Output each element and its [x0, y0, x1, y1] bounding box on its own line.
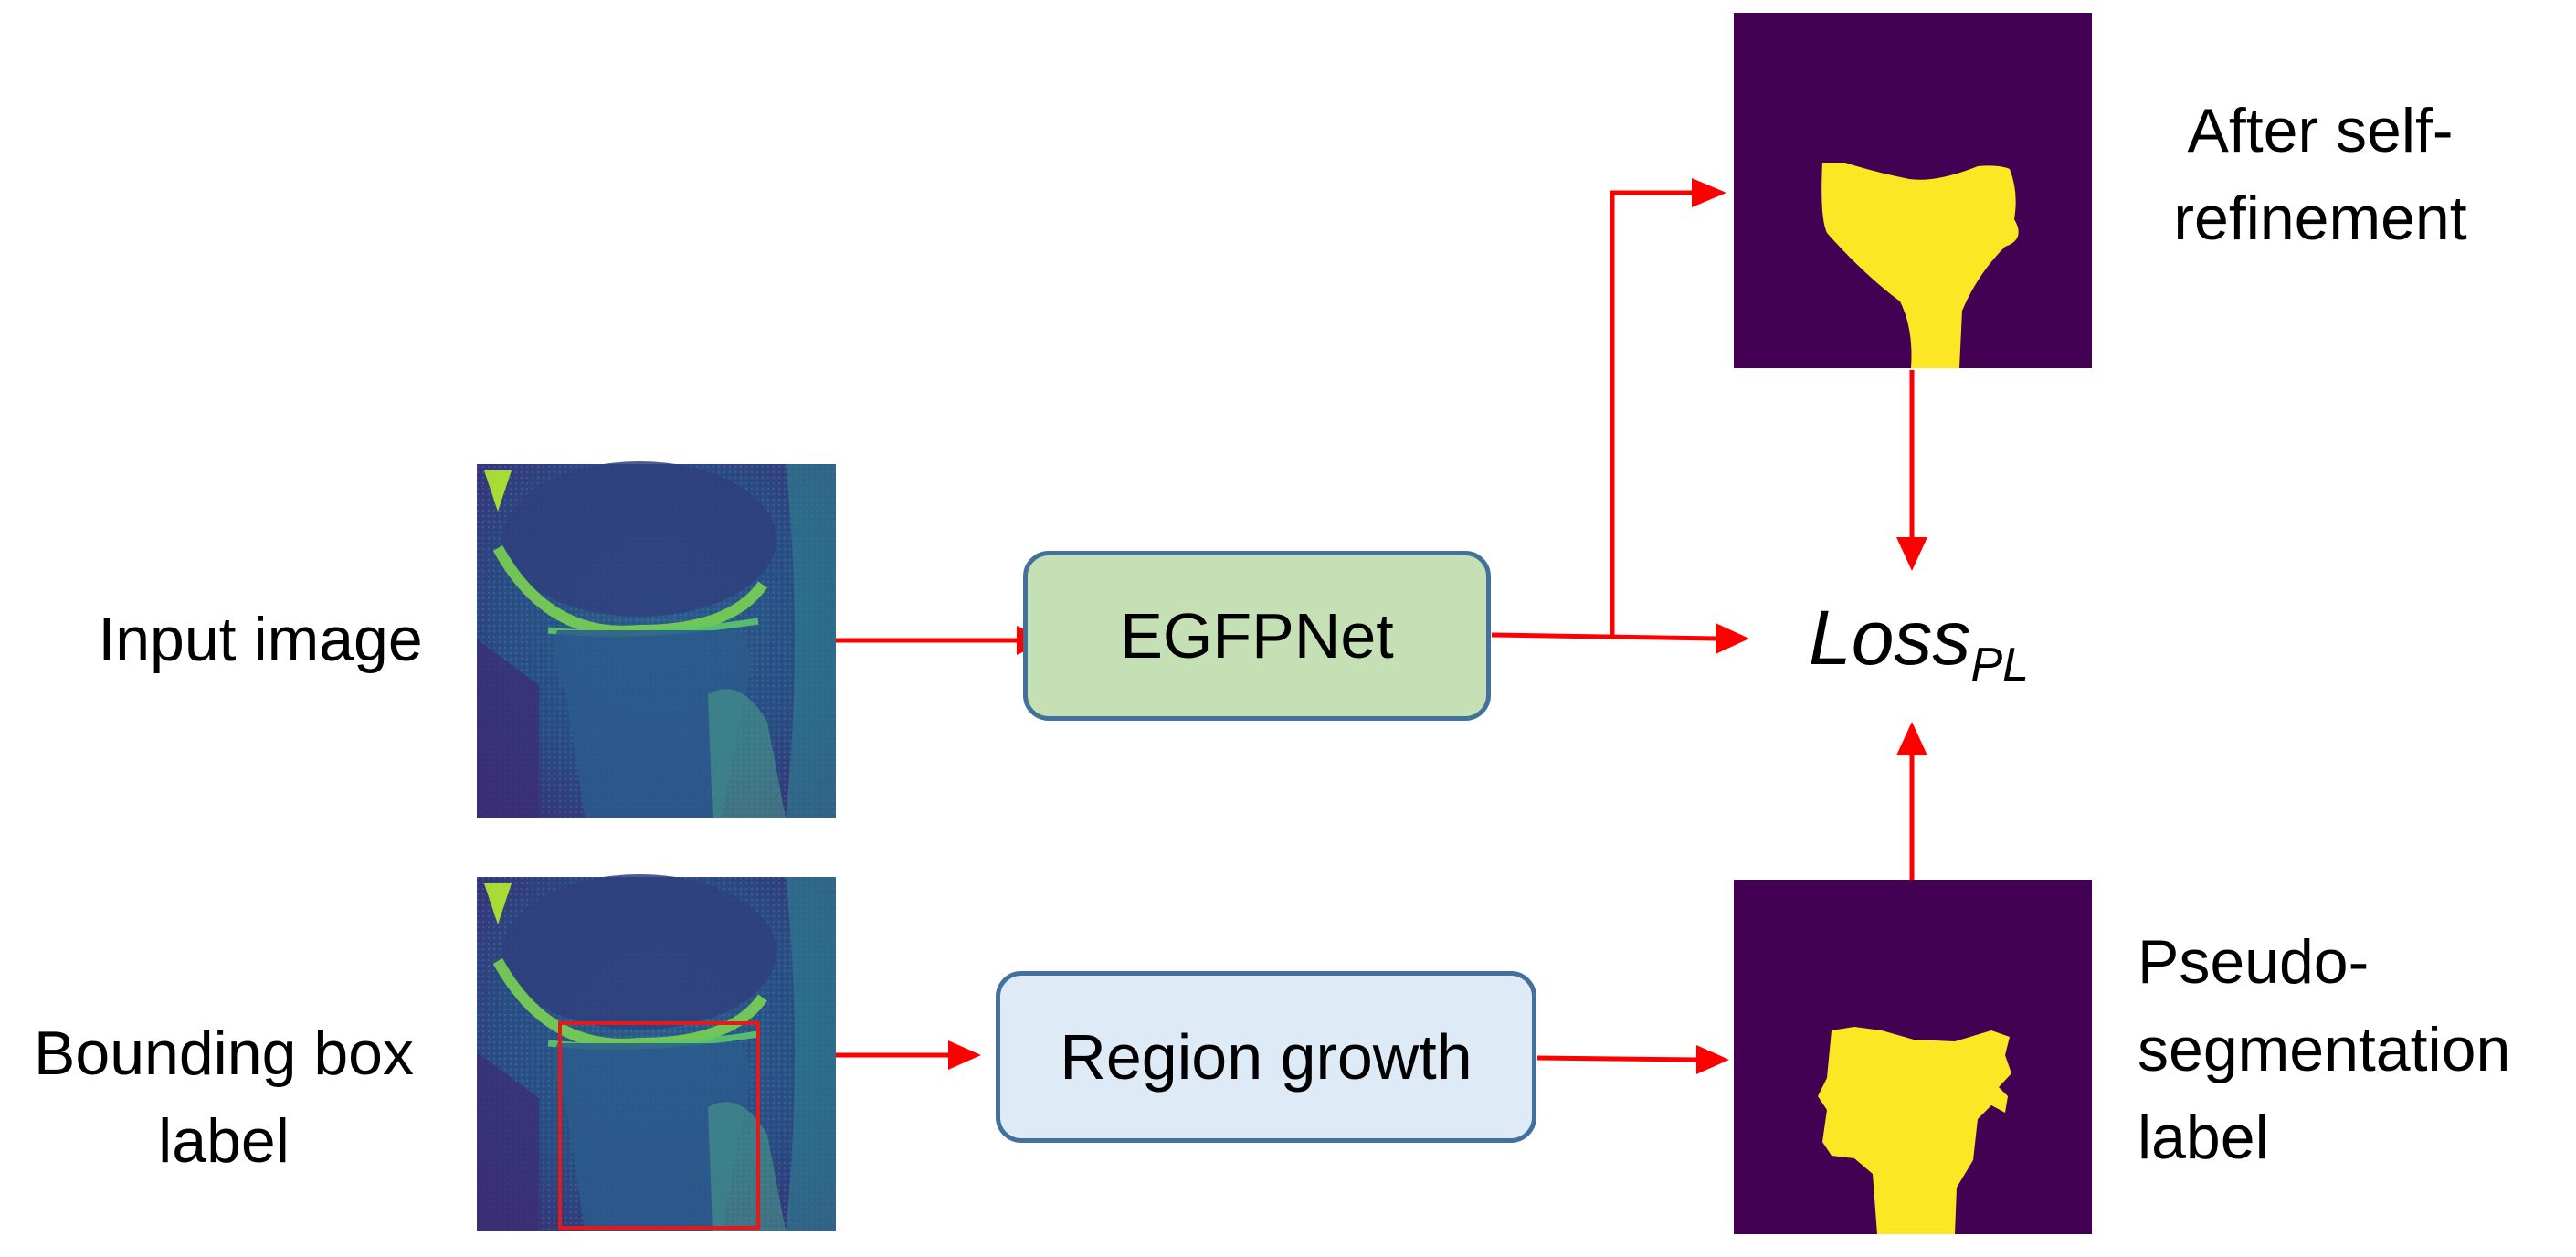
input-mri-image	[477, 461, 836, 818]
refined-mask-image	[1734, 13, 2092, 368]
bounding-box-outline	[558, 1021, 760, 1230]
arrowhead-region-to-pseudo	[1696, 1045, 1729, 1074]
after-refinement-label: After self- refinement	[2128, 87, 2512, 262]
bounding-box-label-line1: Bounding box	[34, 1019, 414, 1088]
loss-main-text: Loss	[1809, 595, 1971, 681]
input-image-label: Input image	[55, 596, 466, 683]
pseudo-segmentation-label: Pseudo- segmentation label	[2138, 918, 2567, 1181]
region-growth-box: Region growth	[996, 971, 1536, 1143]
loss-pl-label: LossPL	[1809, 594, 2029, 692]
arrowhead-bbox-to-region	[948, 1040, 981, 1070]
arrow-region-to-pseudo	[1536, 1055, 1700, 1062]
loss-subscript-text: PL	[1970, 639, 2030, 692]
bbox-mri-image	[477, 874, 836, 1231]
after-refinement-line2: refinement	[2173, 184, 2467, 253]
arrowhead-egfpnet-to-refined	[1692, 178, 1726, 207]
arrow-egfpnet-to-refined	[1610, 190, 1694, 637]
arrowhead-refined-to-loss	[1896, 537, 1927, 571]
after-refinement-line1: After self-	[2187, 96, 2454, 165]
input-image-text: Input image	[98, 605, 423, 674]
pseudo-label-line2: segmentation	[2138, 1015, 2511, 1084]
arrow-egfpnet-to-loss	[1491, 632, 1718, 641]
pseudo-label-line3: label	[2138, 1103, 2269, 1172]
pseudo-mask-image	[1734, 880, 2092, 1234]
bounding-box-label: Bounding box label	[0, 1009, 448, 1185]
egfpnet-box: EGFPNet	[1023, 551, 1491, 721]
region-growth-label: Region growth	[1060, 1021, 1473, 1093]
egfpnet-label: EGFPNet	[1120, 600, 1394, 671]
pseudo-label-line1: Pseudo-	[2138, 927, 2370, 997]
arrowhead-pseudo-to-loss	[1896, 722, 1927, 755]
bounding-box-label-line2: label	[158, 1106, 290, 1176]
arrowhead-egfpnet-to-loss	[1716, 623, 1749, 654]
